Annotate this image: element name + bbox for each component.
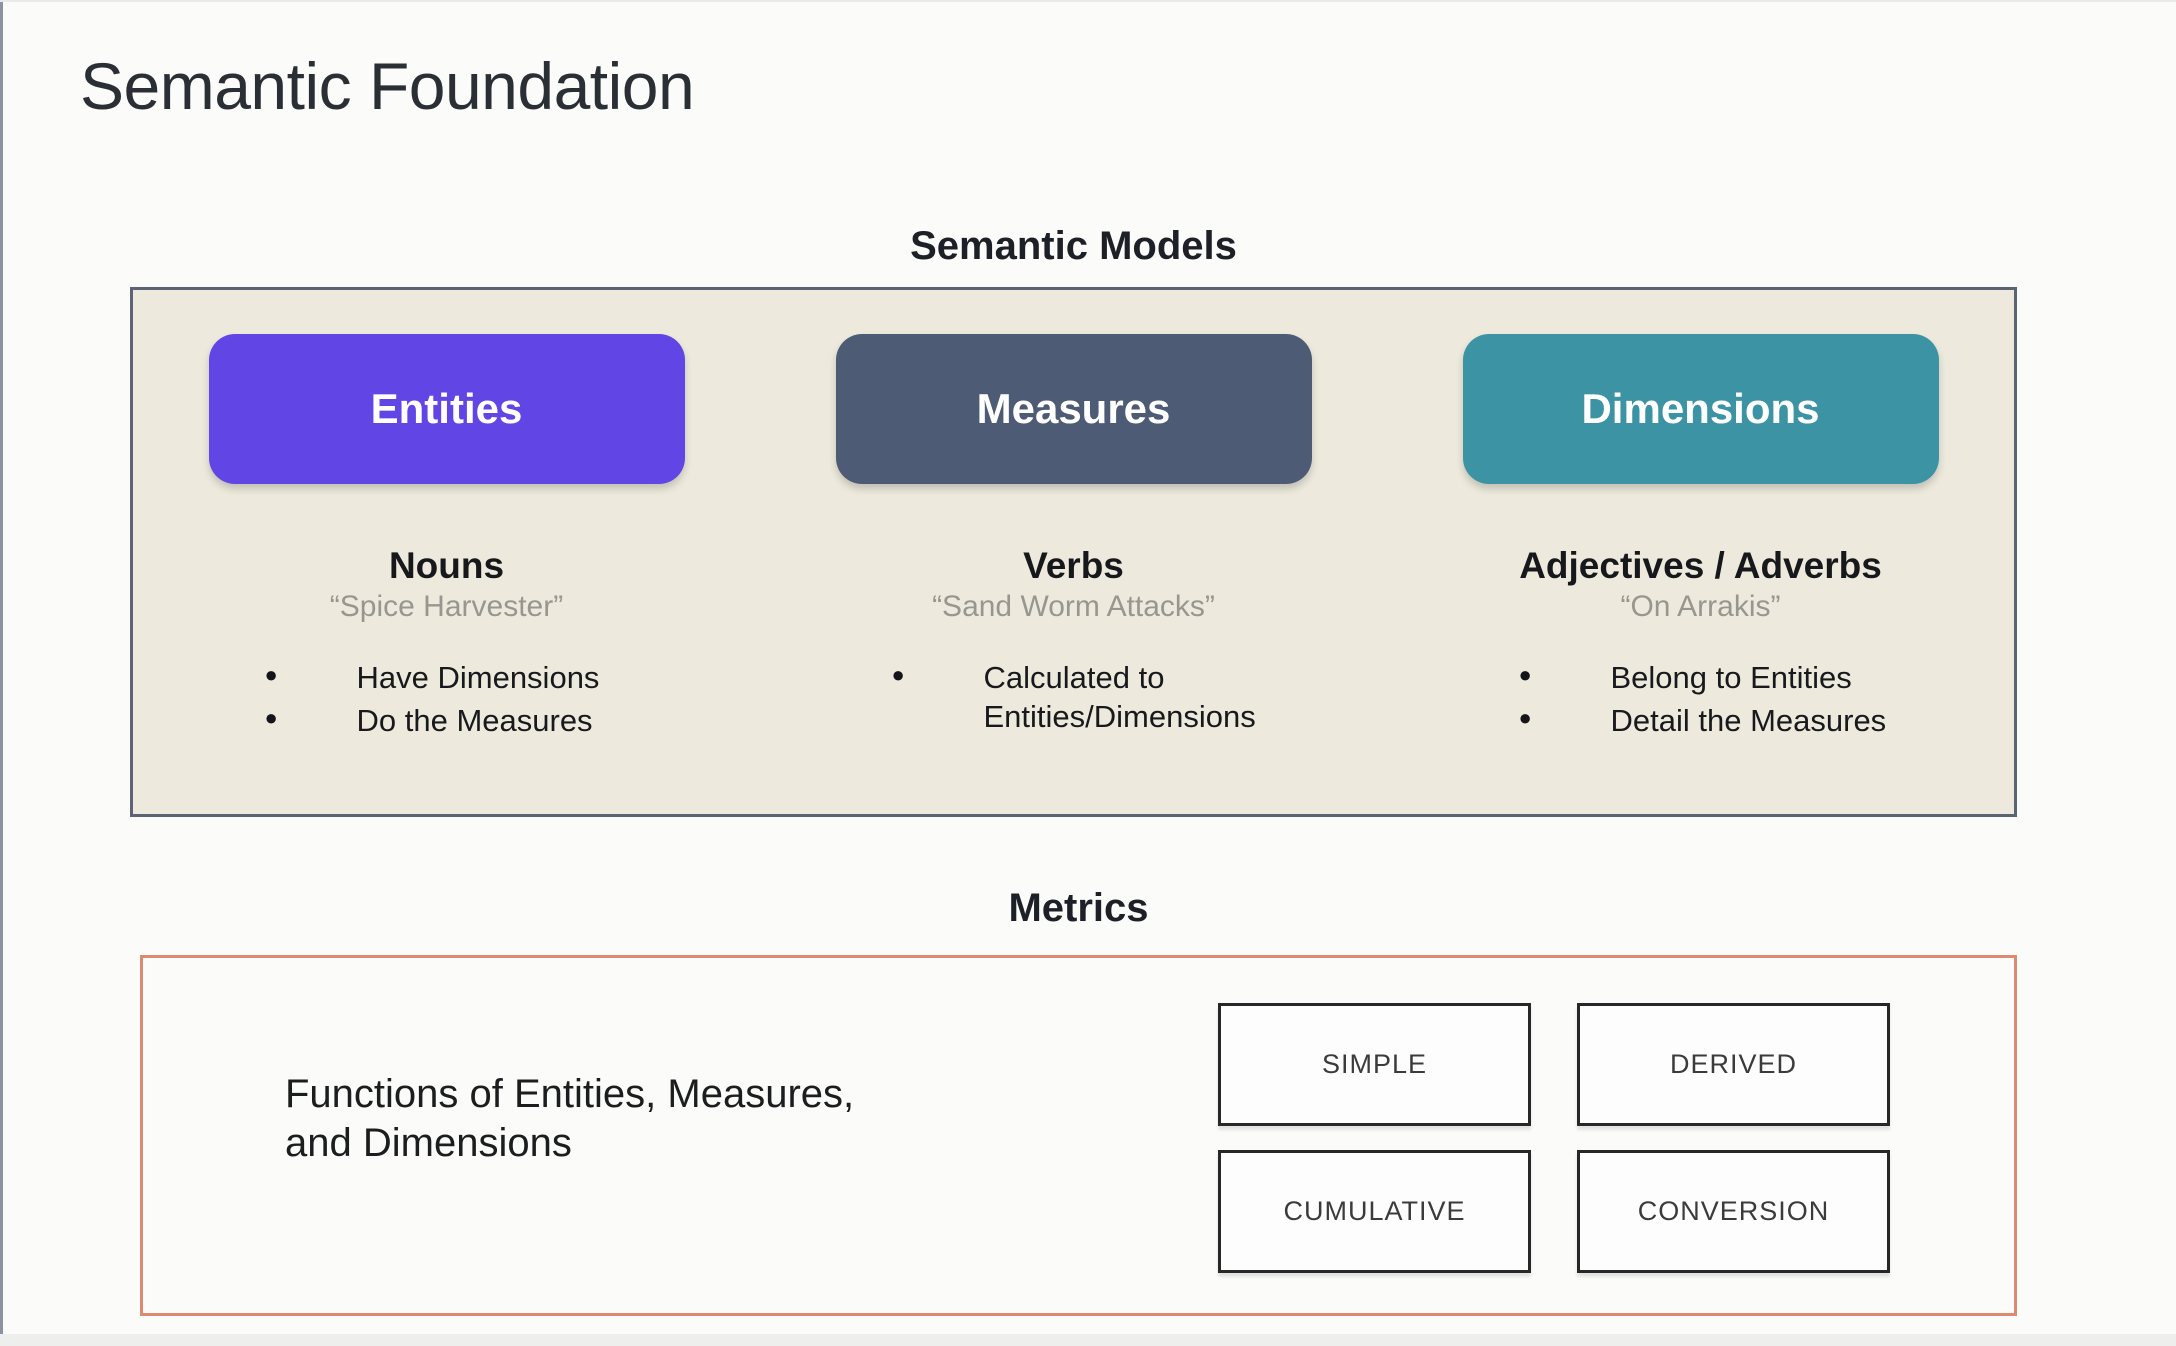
bullet-item: Detail the Measures [1515, 701, 1887, 741]
semantic-models-panel: Entities Nouns “Spice Harvester” Have Di… [130, 287, 2017, 817]
bullet-item: Do the Measures [261, 701, 633, 741]
measures-bullet-list: Calculated to Entities/Dimensions [888, 658, 1260, 741]
entities-pill: Entities [208, 334, 685, 484]
metric-type-cumulative: CUMULATIVE [1218, 1150, 1531, 1273]
measures-example-quote: “Sand Worm Attacks” [932, 589, 1215, 623]
model-column-measures: Measures Verbs “Sand Worm Attacks” Calcu… [760, 290, 1387, 814]
metrics-heading: Metrics [1008, 886, 1149, 930]
metric-type-simple: SIMPLE [1218, 1003, 1531, 1126]
metric-type-conversion: CONVERSION [1577, 1150, 1890, 1273]
entities-bullet-list: Have Dimensions Do the Measures [261, 658, 633, 745]
entities-part-of-speech: Nouns [388, 545, 505, 586]
bullet-item: Calculated to Entities/Dimensions [888, 658, 1260, 737]
dimensions-pill: Dimensions [1462, 334, 1939, 484]
bullet-item: Have Dimensions [261, 658, 633, 698]
window-left-border [0, 0, 3, 1346]
dimensions-example-quote: “On Arrakis” [1620, 589, 1781, 623]
window-top-border [0, 0, 2176, 2]
measures-pill: Measures [835, 334, 1312, 484]
model-column-entities: Entities Nouns “Spice Harvester” Have Di… [133, 290, 760, 814]
page-title: Semantic Foundation [80, 49, 695, 123]
metrics-panel: Functions of Entities, Measures, and Dim… [140, 955, 2017, 1316]
entities-example-quote: “Spice Harvester” [329, 589, 564, 623]
dimensions-part-of-speech: Adjectives / Adverbs [1519, 545, 1882, 586]
metric-type-derived: DERIVED [1577, 1003, 1890, 1126]
measures-part-of-speech: Verbs [1023, 545, 1124, 586]
window-bottom-strip [0, 1334, 2176, 1346]
semantic-models-heading: Semantic Models [910, 224, 1237, 268]
model-column-dimensions: Dimensions Adjectives / Adverbs “On Arra… [1387, 290, 2014, 814]
metrics-type-grid: SIMPLE DERIVED CUMULATIVE CONVERSION [1218, 1003, 1890, 1273]
metrics-description: Functions of Entities, Measures, and Dim… [285, 1072, 855, 1165]
dimensions-bullet-list: Belong to Entities Detail the Measures [1515, 658, 1887, 745]
bullet-item: Belong to Entities [1515, 658, 1887, 698]
